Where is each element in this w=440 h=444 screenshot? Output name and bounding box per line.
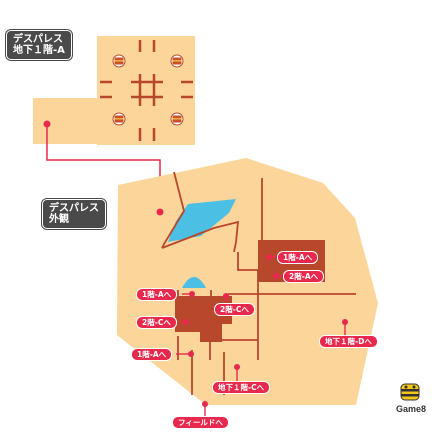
- treasure-chest-icon: [112, 112, 126, 126]
- location-dot-icon: [156, 208, 164, 216]
- treasure-chest-icon: [170, 54, 184, 68]
- location-dot-icon: [43, 120, 51, 128]
- brand-name: Game8: [395, 404, 427, 414]
- tag-to-2f-a[interactable]: 2階-Aへ: [283, 270, 325, 283]
- floor-b1-a: [33, 36, 195, 145]
- outer-ground: [117, 158, 378, 405]
- b1a-room: [97, 36, 195, 145]
- area-label-outer-text: デスパレス 外観: [49, 203, 99, 225]
- leader-lines: [176, 256, 346, 416]
- area-label-b1a: デスパレス 地下１階-A: [6, 30, 72, 60]
- bee-mascot-icon: [400, 383, 420, 401]
- tag-to-1f-a-lower[interactable]: 1階-Aへ: [131, 348, 173, 361]
- tag-to-2f-c-left[interactable]: 2階-Cへ: [136, 316, 177, 329]
- b1a-walls: [100, 40, 193, 141]
- treasure-chest-icon: [170, 112, 184, 126]
- tag-to-2f-c-center[interactable]: 2階-Cへ: [214, 303, 255, 316]
- water-fountain: [182, 277, 206, 288]
- area-label-b1a-text: デスパレス 地下１階-A: [13, 34, 65, 56]
- tag-to-1f-a-upper[interactable]: 1階-Aへ: [277, 251, 319, 264]
- area-label-outer: デスパレス 外観: [42, 199, 106, 229]
- tag-to-b1-c[interactable]: 地下１階-Cへ: [212, 381, 271, 394]
- water-pool: [168, 199, 236, 242]
- tag-to-field[interactable]: フィールドへ: [172, 416, 229, 429]
- tag-to-1f-a-left[interactable]: 1階-Aへ: [136, 288, 178, 301]
- tag-to-b1-d[interactable]: 地下１階-Dへ: [319, 335, 378, 348]
- b1a-corridor: [33, 98, 98, 144]
- treasure-chest-icon: [112, 54, 126, 68]
- brand-logo: Game8: [388, 380, 434, 414]
- palace-outer-area: [117, 158, 378, 416]
- outer-walls: [161, 171, 356, 395]
